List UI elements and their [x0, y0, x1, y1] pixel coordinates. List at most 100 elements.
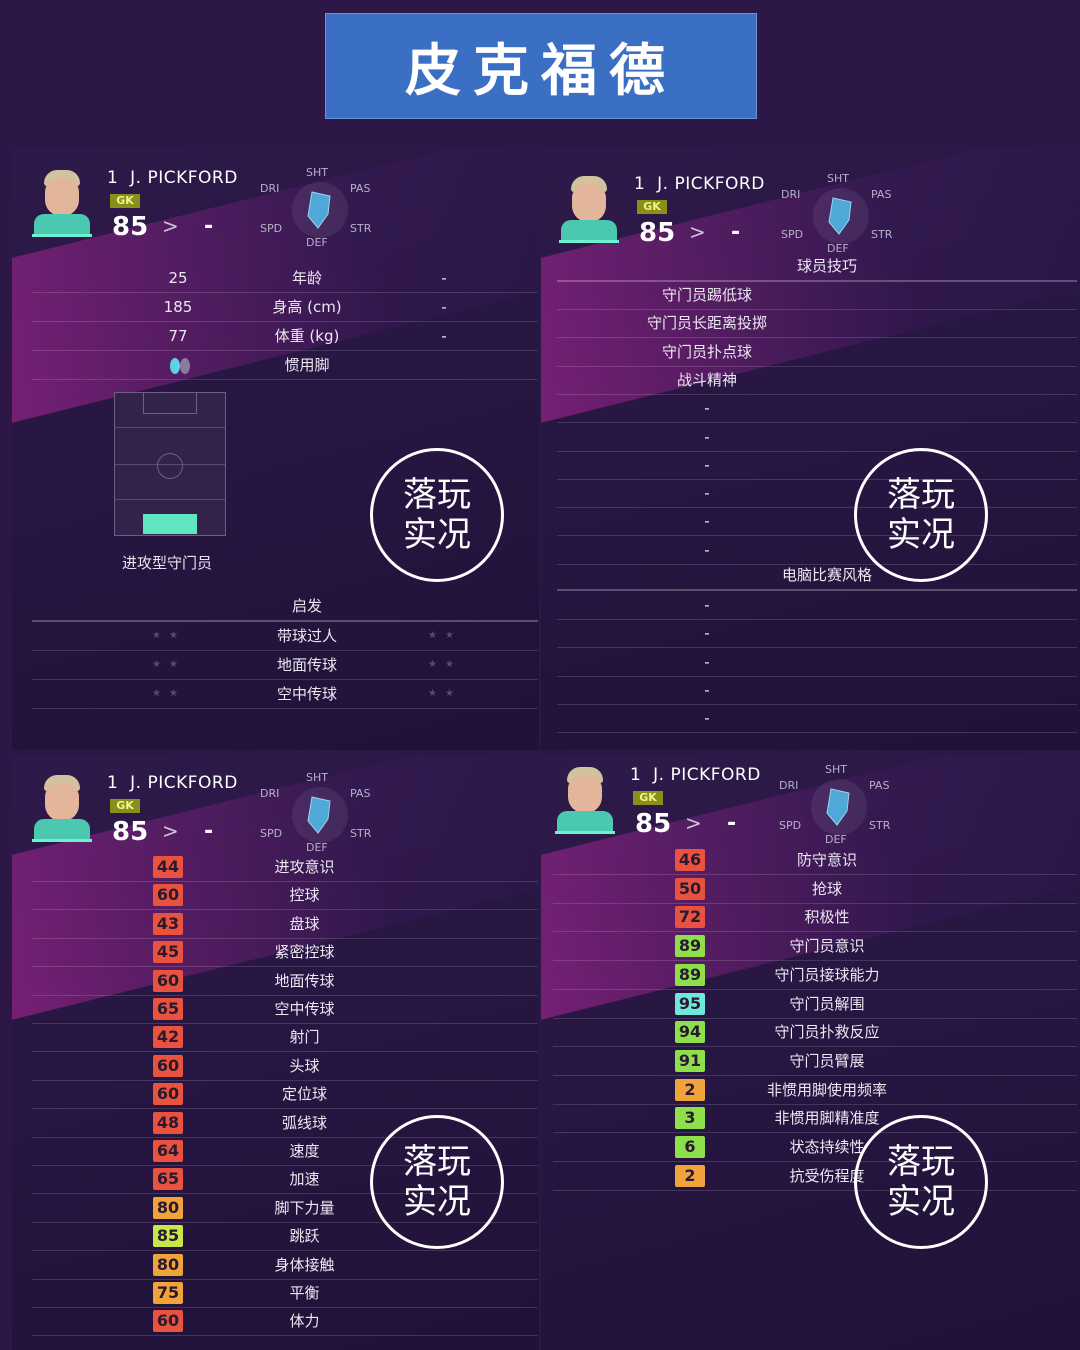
- attribute-rating: 48: [153, 1111, 183, 1134]
- player-avatar: [32, 170, 92, 237]
- attribute-rating: 60: [153, 884, 183, 907]
- attribute-row: 48 弧线球: [32, 1109, 538, 1138]
- profile-right-value: -: [441, 298, 447, 316]
- profile-label: 年龄: [291, 269, 322, 287]
- ai-style-row: -: [557, 704, 1077, 734]
- skill-label: -: [704, 427, 710, 446]
- radar-chart: SHT DRI PAS SPD STR DEF: [260, 166, 380, 258]
- attribute-label: 加速: [289, 1170, 320, 1189]
- profile-value: 25: [168, 269, 188, 287]
- player-style-label: 空中传球: [276, 685, 337, 703]
- attribute-rating: 3: [675, 1107, 705, 1130]
- attribute-rating: 72: [675, 906, 705, 929]
- attribute-rating: 64: [153, 1140, 183, 1162]
- attribute-label: 体力: [289, 1312, 320, 1331]
- profile-right-value: -: [441, 327, 447, 345]
- panel-profile: 1 J. PICKFORD GK 85 > - SHT DRI PAS SPD …: [12, 148, 539, 750]
- attribute-label: 紧密控球: [274, 943, 335, 962]
- attribute-rating: 2: [675, 1078, 705, 1101]
- star-icon: ★★: [428, 688, 462, 699]
- player-style-row: ★★ 空中传球 ★★: [32, 680, 538, 709]
- skill-row: -: [557, 394, 1077, 424]
- attribute-label: 控球: [289, 886, 320, 905]
- skill-label: -: [704, 540, 710, 559]
- page-title: 皮克福德: [325, 13, 757, 119]
- watermark-logo: 落玩实况: [370, 1115, 504, 1249]
- attribute-row: 89 守门员意识: [553, 932, 1077, 962]
- potential-value: -: [727, 811, 737, 836]
- attribute-label: 抢球: [811, 879, 842, 898]
- skill-row: 守门员长距离投掷: [557, 309, 1077, 339]
- attribute-row: 45 紧密控球: [32, 938, 538, 968]
- ai-style-label: -: [704, 596, 710, 614]
- attribute-label: 守门员意识: [789, 937, 865, 956]
- attribute-rating: 89: [675, 935, 705, 958]
- attribute-rating: 91: [675, 1049, 705, 1072]
- overall-rating: 85: [635, 809, 672, 839]
- ai-style-label: -: [704, 709, 710, 728]
- profile-label: 惯用脚: [284, 356, 330, 374]
- attribute-label: 速度: [289, 1142, 320, 1160]
- attribute-rating: 60: [153, 969, 183, 992]
- position-badge: GK: [110, 194, 140, 208]
- radar-label-def: DEF: [306, 236, 328, 249]
- chevron-right-icon[interactable]: >: [162, 214, 179, 238]
- chevron-right-icon[interactable]: >: [162, 819, 179, 843]
- skills-header: 球员技巧: [796, 257, 857, 275]
- skill-label: -: [704, 399, 710, 418]
- chevron-right-icon[interactable]: >: [689, 220, 706, 244]
- chevron-right-icon[interactable]: >: [685, 811, 702, 835]
- profile-row: 惯用脚: [32, 351, 538, 380]
- attribute-rating: 45: [153, 941, 183, 964]
- attribute-rating: 43: [153, 912, 183, 935]
- skill-row: 守门员扑点球: [557, 338, 1077, 367]
- panel-attributes-defense: 1 J. PICKFORD GK 85 > - SHT DRI PAS SPD …: [541, 755, 1080, 1350]
- player-header: 1 J. PICKFORD GK 85 > - SHT DRI PAS SPD …: [555, 763, 1055, 863]
- attribute-rating: 75: [153, 1282, 183, 1304]
- ai-style-label: -: [704, 624, 710, 643]
- watermark-logo: 落玩实况: [854, 1115, 988, 1249]
- skill-label: 守门员长距离投掷: [646, 314, 767, 333]
- position-pitch: [114, 392, 226, 536]
- star-icon: ★★: [152, 630, 186, 641]
- attribute-label: 抗受伤程度: [789, 1166, 865, 1185]
- attribute-rating: 80: [153, 1196, 183, 1219]
- starter-label: 启发: [291, 597, 322, 615]
- ai-style-label: -: [704, 652, 710, 671]
- ai-style-row: -: [557, 676, 1077, 705]
- attribute-rating: 65: [153, 1168, 183, 1191]
- ai-style-row: -: [557, 619, 1077, 649]
- player-avatar: [32, 775, 92, 842]
- attribute-row: 60 控球: [32, 881, 538, 911]
- panel-attributes-attack: 1 J. PICKFORD GK 85 > - SHT DRI PAS SPD …: [12, 755, 539, 1350]
- star-icon: ★★: [152, 688, 186, 699]
- skill-row: -: [557, 479, 1077, 509]
- attribute-rating: 42: [153, 1026, 183, 1049]
- player-header: 1 J. PICKFORD GK 85 > - SHT DRI PAS SPD …: [32, 166, 532, 266]
- gk-position-marker: [143, 514, 197, 534]
- star-icon: ★★: [428, 630, 462, 641]
- attribute-rating: 60: [153, 1054, 183, 1077]
- attribute-rating: 46: [675, 849, 705, 871]
- attribute-label: 进攻意识: [274, 858, 335, 876]
- attribute-label: 弧线球: [281, 1113, 327, 1132]
- star-icon: ★★: [152, 659, 186, 670]
